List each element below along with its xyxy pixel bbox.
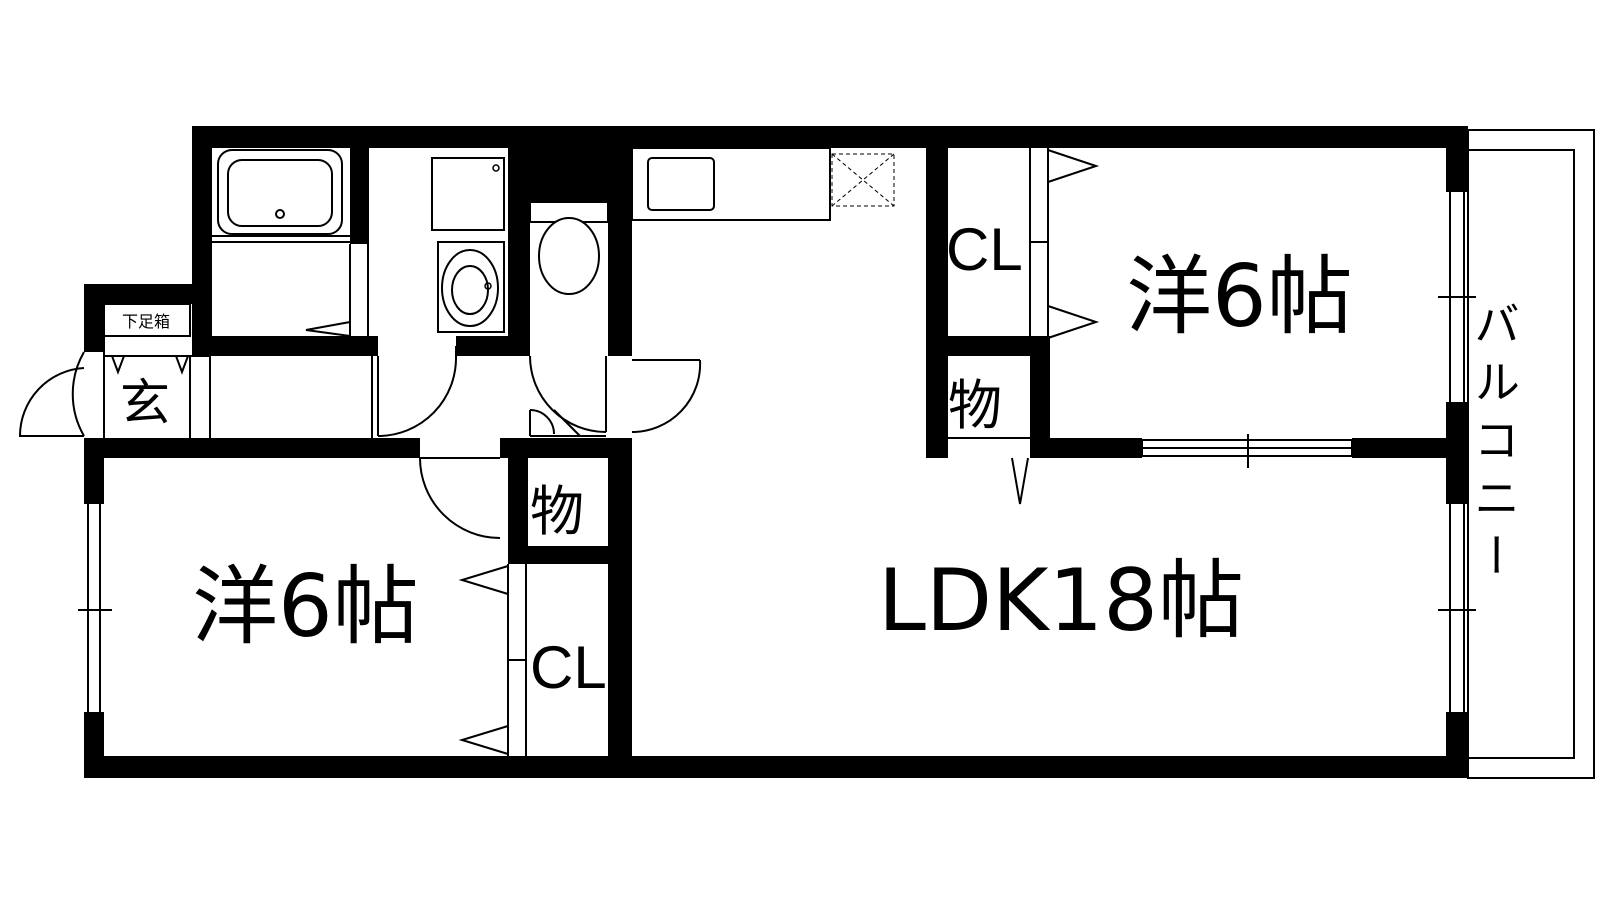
entrance	[18, 303, 211, 438]
closet-left-label: CL	[530, 634, 607, 701]
balcony-label: バルコニー	[1467, 300, 1521, 590]
ldk-label: LDK18帖	[878, 551, 1244, 651]
entrance-label: 玄	[120, 374, 170, 432]
washroom	[305, 148, 505, 337]
western-room-left-label: 洋6帖	[192, 557, 419, 657]
shoe-cabinet-label: 下足箱	[122, 312, 170, 331]
storage-right-label: 物	[948, 374, 1002, 437]
western-room-right-label: 洋6帖	[1126, 247, 1353, 347]
corridor-doors	[371, 346, 702, 539]
bathtub	[212, 149, 350, 243]
kitchen-counter	[631, 147, 895, 221]
closet-right-label: CL	[946, 216, 1023, 283]
windows	[78, 192, 1476, 712]
interior-walls	[84, 148, 1468, 778]
closet-right	[1029, 148, 1100, 339]
storage-right	[948, 437, 1030, 505]
closet-left	[458, 564, 527, 756]
outer-walls	[84, 126, 1468, 778]
toilet	[529, 201, 609, 295]
storage-left-label: 物	[530, 480, 584, 543]
